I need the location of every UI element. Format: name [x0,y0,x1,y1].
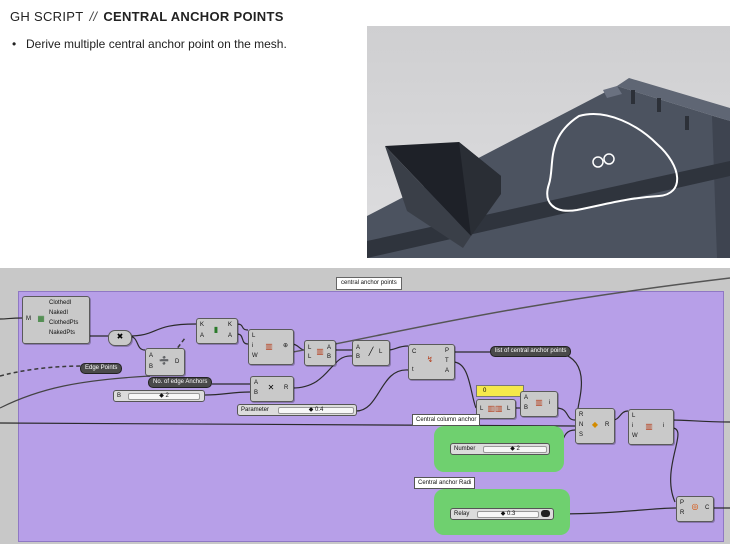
cull-component[interactable]: ✖ [108,330,132,346]
mesh-icon: ▦ [37,314,45,323]
evaluate-curve-icon: ↯ [426,355,434,364]
relay-handle[interactable] [541,510,550,517]
tray-right-rim [712,116,730,258]
title-main: CENTRAL ANCHOR POINTS [103,9,284,24]
relay-slider[interactable]: Relay ◆ 0.3 [450,508,554,520]
bullet-text: Derive multiple central anchor point on … [26,37,287,51]
group-label: central anchor points [336,277,402,290]
number-slider-track[interactable]: ◆ 2 [483,446,547,453]
evaluate-curve-component[interactable]: C t ↯ P T A [408,344,455,380]
merge-icon: ▥ [316,347,324,356]
render-viewport [367,26,730,258]
index-panel[interactable]: 0 [476,385,524,397]
circle-icon: ◎ [691,502,699,511]
multiply-component[interactable]: A B ✕ R [250,376,294,402]
title-separator: // [89,9,98,24]
clothed-index-port[interactable]: ClothedI [49,300,72,306]
sort-list-component[interactable]: K A ▮ K A [196,318,238,344]
list-length-icon: ▥▥ [487,404,503,413]
parameter-slider[interactable]: Parameter ◆ 0.4 [237,404,357,416]
central-column-note: Central column anchor [412,414,481,426]
mesh-edges-component[interactable]: M ▦ ClothedI NakedI ClothedPts NakedPts [22,296,90,344]
anchor-outline-curve [546,113,679,212]
render-image [367,26,730,258]
close-circle-icon: ✖ [116,332,124,341]
central-anchor-point [592,156,604,168]
list-length-component[interactable]: L ▥▥ L [476,399,516,419]
edge-points-param[interactable]: Edge Points [80,363,123,374]
circle-component[interactable]: P R ◎ C [676,496,714,522]
line-component[interactable]: A B ╱ L [352,340,390,366]
bullet-icon: • [12,37,17,51]
list-item-component[interactable]: L i W ▥ ⊕ [248,329,294,365]
series-component[interactable]: A B ▥ i [520,391,558,417]
anchor-radius-note: Central anchor Radi [414,477,476,489]
list-item-icon: ▥ [265,342,273,351]
merge-component[interactable]: L L ▥ A B [304,340,336,366]
wire-layer [0,277,730,515]
number-slider[interactable]: Number ◆ 2 [450,443,550,455]
slide-title: GH SCRIPT // CENTRAL ANCHOR POINTS [10,9,284,24]
tray-back-rim [617,78,730,121]
edge-count-slider-track[interactable]: ◆ 2 [128,393,200,400]
edge-anchors-count-param[interactable]: No. of edge Anchors [148,377,213,388]
multiply-icon: ✕ [267,383,275,392]
edge-count-slider[interactable]: B ◆ 2 [113,390,205,402]
series-icon: ▥ [535,398,543,407]
title-prefix: GH SCRIPT [10,9,84,24]
list-item-component-2[interactable]: L i W ▥ i [628,409,674,445]
mesh-input-port[interactable]: M [26,316,31,322]
line-icon: ╱ [368,347,374,356]
naked-index-port[interactable]: NakedI [49,310,69,316]
canvas-group[interactable] [18,291,724,542]
list-item-icon: ▥ [645,422,653,431]
central-anchor-list-param[interactable]: list of central anchor points [490,346,572,357]
bullet-point: • Derive multiple central anchor point on… [12,37,287,51]
random-reduce-component[interactable]: R N S ◆ R [575,408,615,444]
sort-icon: ▮ [213,325,219,334]
naked-pts-port[interactable]: NakedPts [49,330,76,336]
parameter-slider-track[interactable]: ◆ 0.4 [278,407,354,414]
clothed-pts-port[interactable]: ClothedPts [49,320,79,326]
relay-slider-track[interactable]: ◆ 0.3 [477,511,539,518]
central-anchor-point [603,153,615,165]
divide-icon: ➗ [159,356,169,365]
dice-icon: ◆ [591,420,599,429]
divide-component[interactable]: A B ➗ D [145,348,185,376]
